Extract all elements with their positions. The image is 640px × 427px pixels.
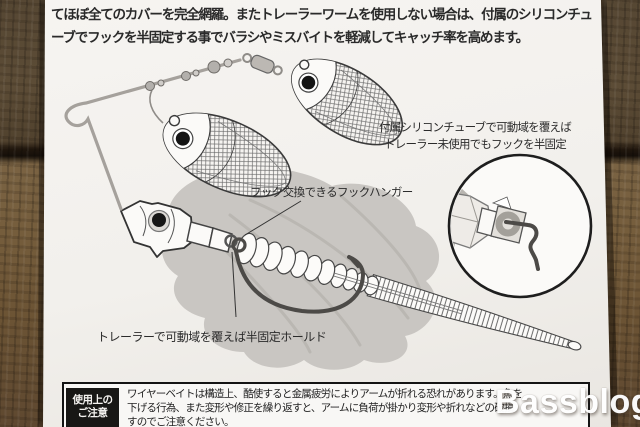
caution-label-line-1: 使用上の — [72, 394, 114, 406]
silicone-tube-inset — [447, 153, 593, 299]
swivel-illustration — [242, 53, 283, 76]
silicone-tube-note-line-1: 付属シリコンチューブで可動域を覆えば — [379, 122, 572, 134]
blade-eyelet — [299, 59, 310, 70]
intro-paragraph: てほぼ全てのカバーを完全網羅。またトレーラーワームを使用しない場合は、付属のシリ… — [51, 3, 593, 49]
intro-line-1: てほぼ全てのカバーを完全網羅。またトレーラーワームを使用しない場合は、付属のシリ… — [51, 7, 593, 22]
hook-wire — [504, 220, 540, 271]
bassblog-watermark: Bassblog — [495, 383, 640, 421]
hook-illustration — [231, 237, 366, 314]
caution-body-line-3: すのでご注意ください。 — [127, 415, 235, 427]
caution-box: 使用上の ご注意 ワイヤーベイトは構造上、酷使すると金属疲労によりアームが折れる… — [62, 382, 590, 427]
caution-body-line-1: ワイヤーベイトは構造上、酷使すると金属疲労によりアームが折れる恐れがあります。魚… — [127, 388, 523, 400]
trailer-hold-note: トレーラーで可動域を覆えば半固定ホールド — [97, 330, 327, 344]
blade-eyelet — [168, 114, 181, 127]
jighead-illustration — [120, 200, 238, 258]
intro-line-2: ーブでフックを半固定する事でバラシやミスバイトを軽減してキャッチ率を高めます。 — [51, 30, 529, 45]
caution-body-line-2: 下げる行為、また変形や修正を繰り返すと、アームに負荷が掛かり変形や折れなどの破損 — [127, 401, 514, 414]
caution-label: 使用上の ご注意 — [66, 388, 119, 427]
annotation-leader-line — [244, 200, 302, 236]
silicone-tube-note: 付属シリコンチューブで可動域を覆えば トレーラー未使用でもフックを半固定 — [352, 120, 598, 154]
hook-hanger-note: フック交換できるフックハンガー — [250, 187, 413, 199]
spinnerbait-wire-illustration — [64, 58, 242, 211]
annotation-leader-line — [231, 251, 237, 318]
caution-label-line-2: ご注意 — [77, 407, 109, 419]
silicone-tube-note-line-2: トレーラー未使用でもフックを半固定 — [384, 139, 567, 151]
caution-body: ワイヤーベイトは構造上、酷使すると金属疲労によりアームが折れる恐れがあります。魚… — [127, 388, 523, 427]
